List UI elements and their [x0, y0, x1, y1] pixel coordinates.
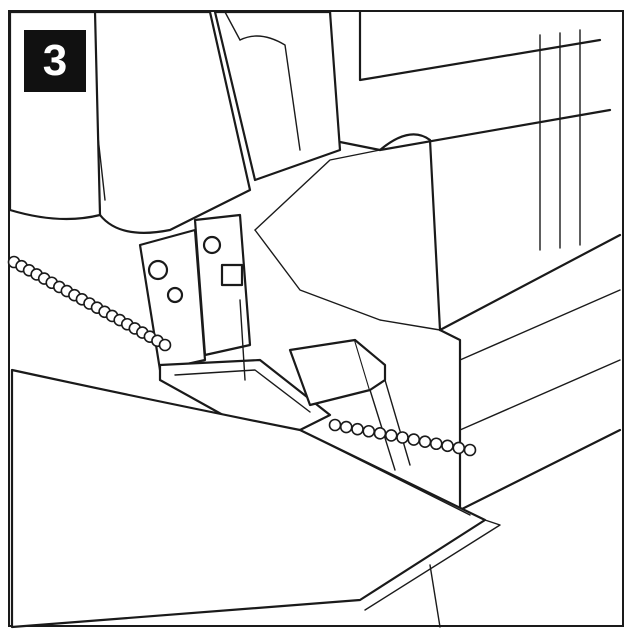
bead [158, 338, 172, 352]
bead [396, 431, 409, 444]
bead [339, 420, 353, 434]
step-number-badge: 3 [24, 30, 86, 92]
bead [418, 435, 432, 448]
bead [441, 439, 454, 453]
bead [373, 427, 387, 440]
bead [429, 437, 443, 451]
bead-string [7, 255, 477, 457]
fabric-sheet [10, 368, 501, 629]
bead [328, 418, 342, 432]
bead [362, 424, 376, 438]
bead [351, 422, 364, 436]
bead [463, 443, 477, 457]
bead [452, 441, 466, 455]
bead [407, 433, 421, 446]
bead [384, 429, 398, 442]
